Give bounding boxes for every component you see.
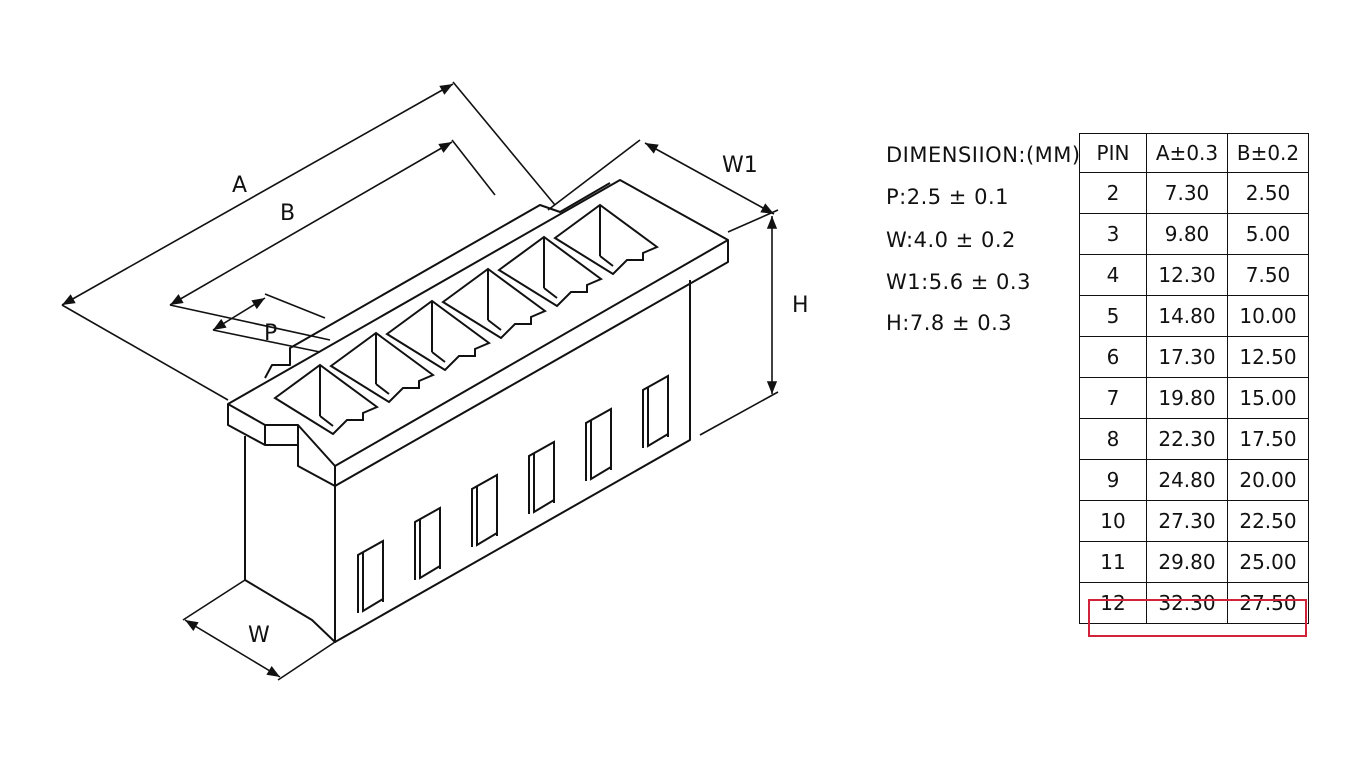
cell-b: 20.00 [1227,459,1309,501]
cell-a: 29.80 [1146,541,1228,583]
cell-pin: 12 [1079,582,1147,624]
cell-a: 17.30 [1146,336,1228,378]
cell-b: 22.50 [1227,500,1309,542]
housing-top-outline [227,179,729,487]
cell-pin: 5 [1079,295,1147,337]
dimension-p-label: P [264,321,277,346]
pin-cavity [497,235,603,308]
terminal-slot [471,473,498,547]
housing-front-face [334,280,691,643]
cell-pin: 6 [1079,336,1147,378]
cell-b: 12.50 [1227,336,1309,378]
dimension-w-label: W [248,623,270,648]
cell-b: 25.00 [1227,541,1309,583]
spec-width: W:4.0 ± 0.2 [886,228,1016,252]
cell-pin: 11 [1079,541,1147,583]
cell-a: 7.30 [1146,172,1228,214]
housing-top-edge [227,403,299,445]
cell-a: 24.80 [1146,459,1228,501]
dimension-w1-label: W1 [722,153,758,178]
table-header-row: PIN A±0.3 B±0.2 [1079,133,1309,173]
column-header-pin: PIN [1079,133,1147,173]
terminal-slot [528,440,555,514]
pin-cavity [385,299,491,372]
dimension-w1-arrow [644,142,775,215]
cell-pin: 8 [1079,418,1147,460]
terminal-slots [357,374,669,613]
cell-b: 7.50 [1227,254,1309,296]
spec-height: H:7.8 ± 0.3 [886,311,1013,335]
pin-cavity [273,363,379,436]
cell-a: 14.80 [1146,295,1228,337]
cell-pin: 4 [1079,254,1147,296]
cell-pin: 9 [1079,459,1147,501]
column-header-a: A±0.3 [1146,133,1228,173]
cell-a: 9.80 [1146,213,1228,255]
cell-pin: 7 [1079,377,1147,419]
dimension-a-arrow [61,83,454,306]
dimension-heading: DIMENSIΙΟN:(MM) [886,143,1081,167]
pin-cavity [329,331,435,404]
cell-b: 10.00 [1227,295,1309,337]
cell-b: 15.00 [1227,377,1309,419]
pin-cavity [553,203,659,276]
dimension-b-arrow [169,141,453,306]
spec-pitch: P:2.5 ± 0.1 [886,185,1009,209]
pin-cavities [273,203,659,436]
cell-pin: 2 [1079,172,1147,214]
cell-b: 5.00 [1227,213,1309,255]
cell-pin: 3 [1079,213,1147,255]
cell-pin: 10 [1079,500,1147,542]
highlighted-row-box [1088,599,1307,637]
latch-outline [264,182,611,379]
terminal-slot [414,506,441,580]
dimension-w-arrow [184,619,281,678]
housing-side-left [244,436,336,643]
cell-a: 19.80 [1146,377,1228,419]
terminal-slot [642,374,669,448]
terminal-slot [585,407,612,481]
cell-a: 12.30 [1146,254,1228,296]
spec-width1: W1:5.6 ± 0.3 [886,270,1031,294]
dimension-h-label: H [792,293,809,318]
cell-b: 17.50 [1227,418,1309,460]
cell-a: 22.30 [1146,418,1228,460]
cell-a: 32.30 [1146,582,1228,624]
cell-a: 27.30 [1146,500,1228,542]
column-header-b: B±0.2 [1227,133,1309,173]
terminal-slot [357,539,384,613]
dimension-a-label: A [232,173,247,198]
dimension-b-label: B [280,201,295,226]
cell-b: 2.50 [1227,172,1309,214]
cell-b: 27.50 [1227,582,1309,624]
pin-cavity [441,267,547,340]
dimension-p-arrow [212,297,266,331]
